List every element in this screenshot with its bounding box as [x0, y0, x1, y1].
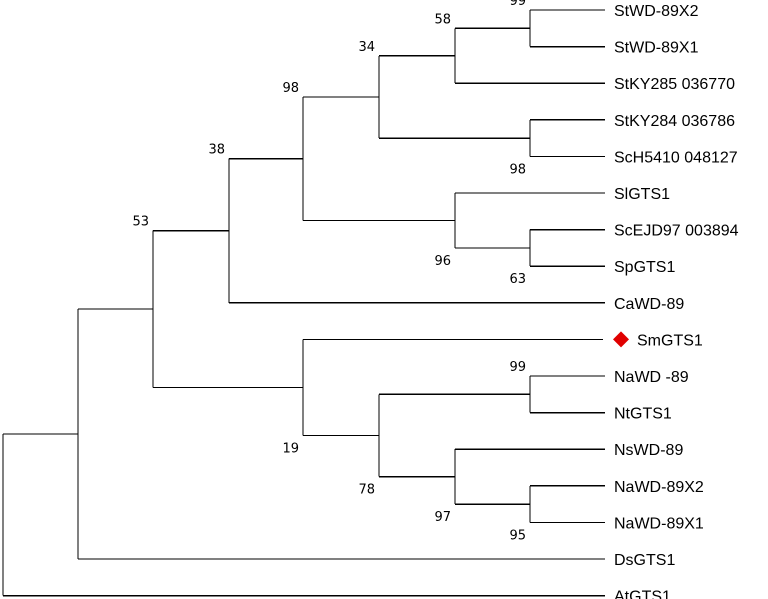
- bootstrap-value: 99: [509, 0, 526, 9]
- bootstrap-value: 96: [434, 254, 451, 269]
- bootstrap-value: 58: [434, 12, 451, 27]
- leaf-label: NtGTS1: [614, 406, 672, 423]
- bootstrap-value: 78: [358, 483, 375, 498]
- bootstrap-value: 99: [509, 360, 526, 375]
- leaf-label: DsGTS1: [614, 552, 675, 569]
- bootstrap-value: 53: [132, 215, 149, 230]
- bootstrap-value: 97: [434, 510, 451, 525]
- bootstrap-value: 19: [282, 441, 299, 456]
- leaf-label: AtGTS1: [614, 589, 671, 599]
- leaf-label: NsWD-89: [614, 442, 683, 459]
- bootstrap-value: 95: [509, 528, 526, 543]
- leaf-label: ScEJD97 003894: [614, 223, 739, 240]
- bootstrap-value: 38: [208, 143, 225, 158]
- leaf-label: NaWD -89: [614, 369, 689, 386]
- leaf-label: CaWD-89: [614, 296, 684, 313]
- leaf-label: StKY284 036786: [614, 113, 735, 130]
- leaf-label: StWD-89X2: [614, 3, 699, 20]
- bootstrap-value: 98: [282, 81, 299, 96]
- leaf-label: ScH5410 048127: [614, 149, 738, 166]
- leaf-label: SpGTS1: [614, 259, 675, 276]
- leaf-label: StWD-89X1: [614, 40, 699, 57]
- leaf-label: StKY285 036770: [614, 76, 735, 93]
- leaf-label: NaWD-89X1: [614, 515, 704, 532]
- bootstrap-value: 34: [358, 40, 375, 55]
- bootstrap-value: 98: [509, 162, 526, 177]
- bootstrap-value: 63: [509, 272, 526, 287]
- leaf-label: SlGTS1: [614, 186, 670, 203]
- leaf-label: NaWD-89X2: [614, 479, 704, 496]
- leaf-label: SmGTS1: [637, 332, 703, 349]
- highlight-diamond-icon: [613, 331, 629, 348]
